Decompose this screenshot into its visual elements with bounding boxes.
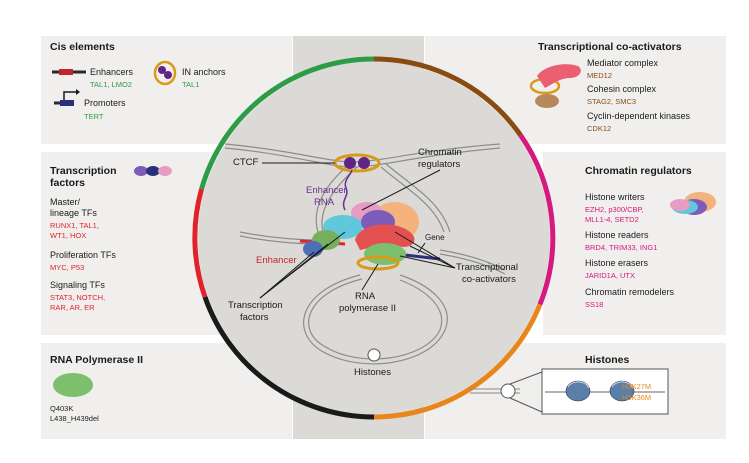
cohesin-ring-center [356,255,400,271]
enhancers-genes: TAL1, LMO2 [90,80,132,89]
rna-pol-mut-2: L438_H439del [50,414,99,423]
enhancers-label: Enhancers [90,67,134,77]
in-anchors-genes: TAL1 [182,80,200,89]
writers-label: Histone writers [585,192,645,202]
rna-pol-icon [53,373,93,397]
tf-center-label-2: factors [240,312,269,323]
rim-arc-black [202,296,375,420]
signal-tf-genes-1: STAT3, NOTCH, [50,293,106,302]
rim-arc-magenta [518,133,556,306]
leader-coact-1 [394,231,456,269]
cohesin-genes: STAG2, SMC3 [587,97,637,106]
coactivators-label-1: Transcriptional [456,262,518,273]
signal-tf-label: Signaling TFs [50,280,105,290]
coact-title: Transcriptional co-activators [538,41,682,53]
master-tf-label-1: Master/ [50,197,81,207]
enhancer-rna-label-1: Enhancer [306,185,347,196]
readers-label: Histone readers [585,230,649,240]
histone-bead [367,348,381,362]
prolif-tf-genes: MYC, P53 [50,263,85,272]
coactivators-label-2: co-activators [462,274,516,285]
transcription-factor-icon [134,166,172,176]
writers-genes-2: MLL1-4, SETD2 [585,215,639,224]
histones-center-label: Histones [354,367,391,378]
chromatin-fiber-upper-loop [315,161,353,233]
master-tf-genes-1: RUNX1, TAL1, [50,221,99,230]
leader-coact-3 [409,245,456,269]
ctcf-label: CTCF [233,157,259,168]
rna-pol-title: RNA Polymerase II [50,354,143,366]
master-tf-genes-2: WT1, HOX [50,231,87,240]
chromatin-fiber-right [439,249,506,271]
enhancer-icon [52,69,86,75]
tf-blue [303,241,323,257]
chromatin-regulators-label-2: regulators [418,159,461,170]
prolif-tf-label: Proliferation TFs [50,250,116,260]
in-anchors-icon [153,60,177,86]
coactivator-red [355,224,415,250]
histone-fiber-icon [470,368,669,415]
writers-genes-1: EZH2, p300/CBP, [585,205,644,214]
promoters-label: Promoters [84,98,126,108]
rim-arc-green [199,56,375,190]
cis-title: Cis elements [50,41,115,53]
tf-title-2: factors [50,177,86,189]
rim-arc-orange [373,303,543,420]
chromatin-regulators-panel [543,152,726,335]
rim-arc-brown [373,56,523,137]
in-anchors-label: IN anchors [182,67,226,77]
remodelers-genes: SS18 [585,300,604,309]
gene-label: Gene [425,233,445,242]
leader-tf-3 [259,231,346,299]
leader-pol [361,263,379,291]
enhancer-rna-label-2: RNA [314,197,335,208]
erasers-genes: JARID1A, UTX [585,271,636,280]
pol-center-label-1: RNA [355,291,376,302]
master-tf-label-2: lineage TFs [50,208,97,218]
promoters-genes: TERT [84,112,104,121]
erasers-label: Histone erasers [585,258,649,268]
rna-pol-mut-1: Q403K [50,404,74,413]
cohesin-label: Cohesin complex [587,84,657,94]
remodelers-label: Chromatin remodelers [585,287,675,297]
histones-mut-1: H3K27M [622,382,652,391]
rim-arc-red [192,188,208,298]
tf-title-1: Transcription [50,165,117,177]
mediator-icon [529,64,581,108]
leader-chromatin-regulators [361,169,441,211]
promoter-icon [54,89,80,106]
readers-genes: BRD4, TRIM33, ING1 [585,243,658,252]
leader-coact-2 [399,255,456,269]
tf-center-label-1: Transcription [228,300,283,311]
chromatin-regulators-label-1: Chromatin [418,147,462,158]
histones-title: Histones [585,354,630,366]
chromatin-fiber-bottom-loop [303,274,448,365]
cdk-genes: CDK12 [587,124,612,133]
enhancer-label: Enhancer [256,255,297,266]
leader-gene [417,242,426,254]
chromatin-fiber-right-loop [384,162,451,233]
pol-ii-green [364,243,406,265]
chromatin-regulator-icon [670,192,716,215]
signal-tf-genes-2: RAR, AR, ER [50,303,95,312]
histones-mut-2: H3K36M [622,393,652,402]
enhancer-rna-strand [342,169,353,211]
cdk-label: Cyclin-dependent kinases [587,111,691,121]
ctcf-protein-2 [358,157,370,169]
pol-center-label-2: polymerase II [339,303,397,314]
mediator-genes: MED12 [587,71,613,80]
ctcf-protein-1 [344,157,356,169]
mediator-label: Mediator complex [587,58,659,68]
chrom-title: Chromatin regulators [585,165,692,177]
